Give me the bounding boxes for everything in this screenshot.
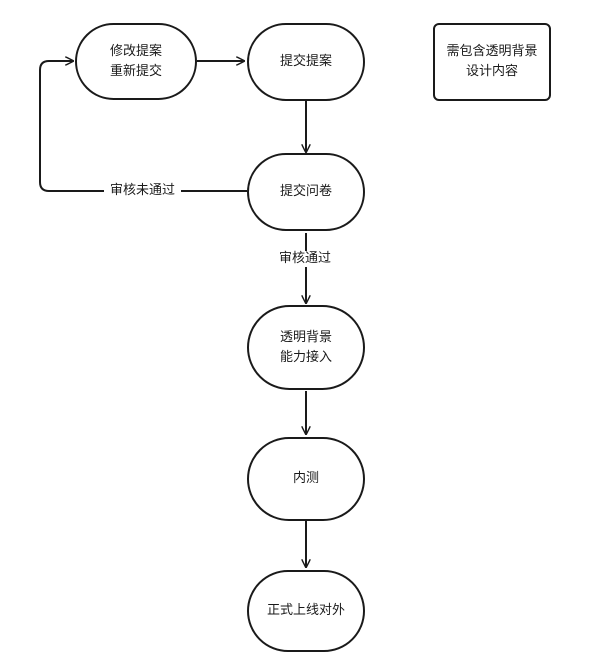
node-submit-questionnaire: 提交问卷 xyxy=(247,153,365,231)
node-transparent-bg-access: 透明背景 能力接入 xyxy=(247,305,365,390)
node-revise-resubmit: 修改提案 重新提交 xyxy=(75,23,197,100)
note-transparent-bg-requirement: 需包含透明背景 设计内容 xyxy=(433,23,551,101)
node-internal-test: 内测 xyxy=(247,437,365,521)
label-review-failed: 审核未通过 xyxy=(104,183,182,199)
node-official-launch: 正式上线对外 xyxy=(247,570,365,652)
arrow-questionnaire-to-revise xyxy=(39,61,247,192)
node-submit-proposal: 提交提案 xyxy=(247,23,365,101)
label-review-passed: 审核通过 xyxy=(273,251,338,267)
